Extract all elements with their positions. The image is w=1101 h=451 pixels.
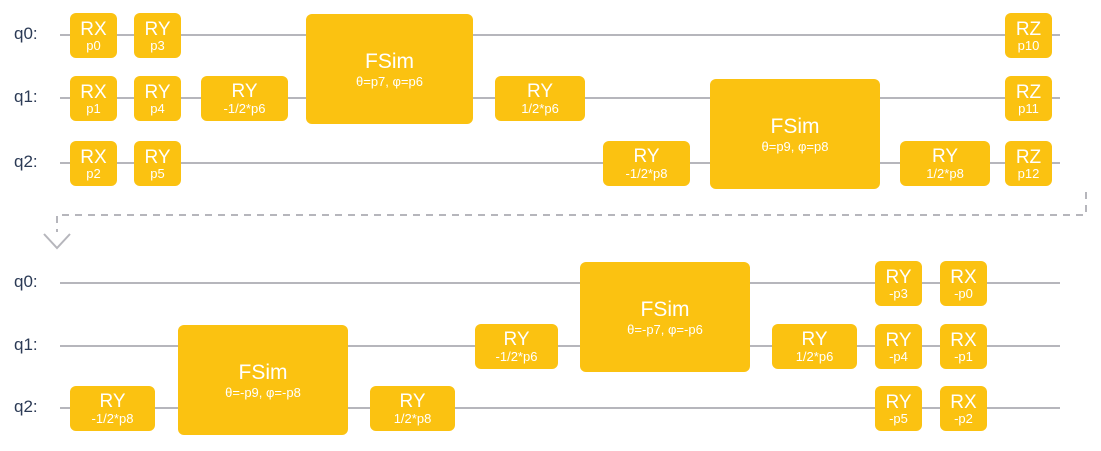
qubit-wire-q0-bottom-circuit (60, 282, 1060, 284)
qubit-wire-q2-bottom-circuit (60, 407, 1060, 409)
gate-ry-q1-top-circuit[interactable]: RY-1/2*p6 (201, 76, 288, 121)
gate-name-label: RY (885, 329, 912, 351)
gate-rx-q2-bottom-circuit[interactable]: RX-p2 (940, 386, 987, 431)
gate-name-label: RY (503, 328, 530, 350)
gate-name-label: RX (950, 391, 977, 413)
gate-name-label: FSim (365, 50, 414, 73)
gate-name-label: RY (99, 390, 126, 412)
gate-param-label: -p5 (889, 410, 908, 426)
gate-param-label: θ=p9, φ=p8 (761, 139, 829, 154)
gate-name-label: RX (950, 266, 977, 288)
gate-name-label: RY (144, 18, 171, 40)
gate-name-label: RY (885, 391, 912, 413)
gate-param-label: -p0 (954, 285, 973, 301)
gate-name-label: RY (801, 328, 828, 350)
gate-name-label: RY (526, 80, 554, 102)
gate-name-label: RX (950, 329, 977, 351)
gate-name-label: FSim (238, 361, 288, 384)
gate-param-label: p3 (150, 37, 165, 53)
gate-param-label: θ=p7, φ=p6 (356, 74, 423, 89)
gate-param-label: p10 (1017, 37, 1040, 53)
gate-param-label: 1/2*p8 (393, 410, 432, 426)
gate-name-label: FSim (640, 298, 690, 321)
gate-param-label: -p1 (954, 348, 973, 364)
gate-param-label: -1/2*p6 (495, 348, 538, 364)
gate-param-label: -p2 (954, 410, 973, 426)
gate-param-label: 1/2*p8 (926, 165, 964, 181)
qubit-wire-q0-top-circuit (60, 34, 1060, 36)
gate-param-label: θ=-p7, φ=-p6 (627, 322, 703, 337)
gate-name-label: RZ (1015, 18, 1042, 40)
gate-param-label: p12 (1017, 165, 1040, 181)
qubit-label-q2-top-circuit: q2: (14, 152, 38, 171)
qubit-label-q1-bottom-circuit: q1: (14, 335, 38, 354)
gate-param-label: θ=-p9, φ=-p8 (225, 385, 301, 400)
gate-name-label: RY (931, 145, 959, 167)
gate-name-label: RZ (1015, 81, 1042, 103)
gate-param-label: -p4 (889, 348, 908, 364)
qubit-wire-q1-bottom-circuit (60, 345, 1060, 347)
gate-ry-q2-top-circuit[interactable]: RY-1/2*p8 (603, 141, 690, 186)
gate-ry-q1-bottom-circuit[interactable]: RY-p4 (875, 324, 922, 369)
qubit-wire-q2-top-circuit (60, 162, 1060, 164)
gate-ry-q0-bottom-circuit[interactable]: RY-p3 (875, 261, 922, 306)
qubit-label-q0-bottom-circuit: q0: (14, 272, 38, 291)
gate-name-label: FSim (770, 115, 820, 138)
gate-param-label: 1/2*p6 (795, 348, 834, 364)
gate-name-label: RY (144, 146, 171, 168)
gate-name-label: RY (144, 81, 171, 103)
gate-name-label: RY (399, 390, 426, 412)
qubit-label-q2-bottom-circuit: q2: (14, 397, 38, 416)
gate-param-label: -p3 (889, 285, 908, 301)
gate-param-label: -1/2*p6 (223, 100, 266, 116)
gate-ry-q2-bottom-circuit[interactable]: RY-p5 (875, 386, 922, 431)
gate-param-label: p1 (86, 100, 101, 116)
gate-param-label: p5 (150, 165, 165, 181)
qubit-label-q0-top-circuit: q0: (14, 24, 38, 43)
gate-param-label: 1/2*p6 (521, 100, 559, 116)
gate-param-label: p4 (150, 100, 165, 116)
gate-name-label: RY (231, 80, 258, 102)
gate-param-label: p2 (86, 165, 101, 181)
gate-param-label: -1/2*p8 (91, 410, 134, 426)
gate-name-label: RX (80, 146, 107, 168)
gate-name-label: RY (885, 266, 912, 288)
gate-param-label: -1/2*p8 (625, 165, 668, 181)
gate-rx-q0-bottom-circuit[interactable]: RX-p0 (940, 261, 987, 306)
gate-ry-q2-bottom-circuit[interactable]: RY-1/2*p8 (70, 386, 155, 431)
gate-name-label: RX (80, 18, 107, 40)
qubit-label-q1-top-circuit: q1: (14, 87, 38, 106)
gate-param-label: p0 (86, 37, 101, 53)
gate-ry-q1-bottom-circuit[interactable]: RY-1/2*p6 (475, 324, 558, 369)
gate-rx-q1-bottom-circuit[interactable]: RX-p1 (940, 324, 987, 369)
gate-name-label: RZ (1015, 146, 1042, 168)
gate-name-label: RX (80, 81, 107, 103)
gate-param-label: p11 (1018, 100, 1039, 116)
gate-name-label: RY (633, 145, 660, 167)
